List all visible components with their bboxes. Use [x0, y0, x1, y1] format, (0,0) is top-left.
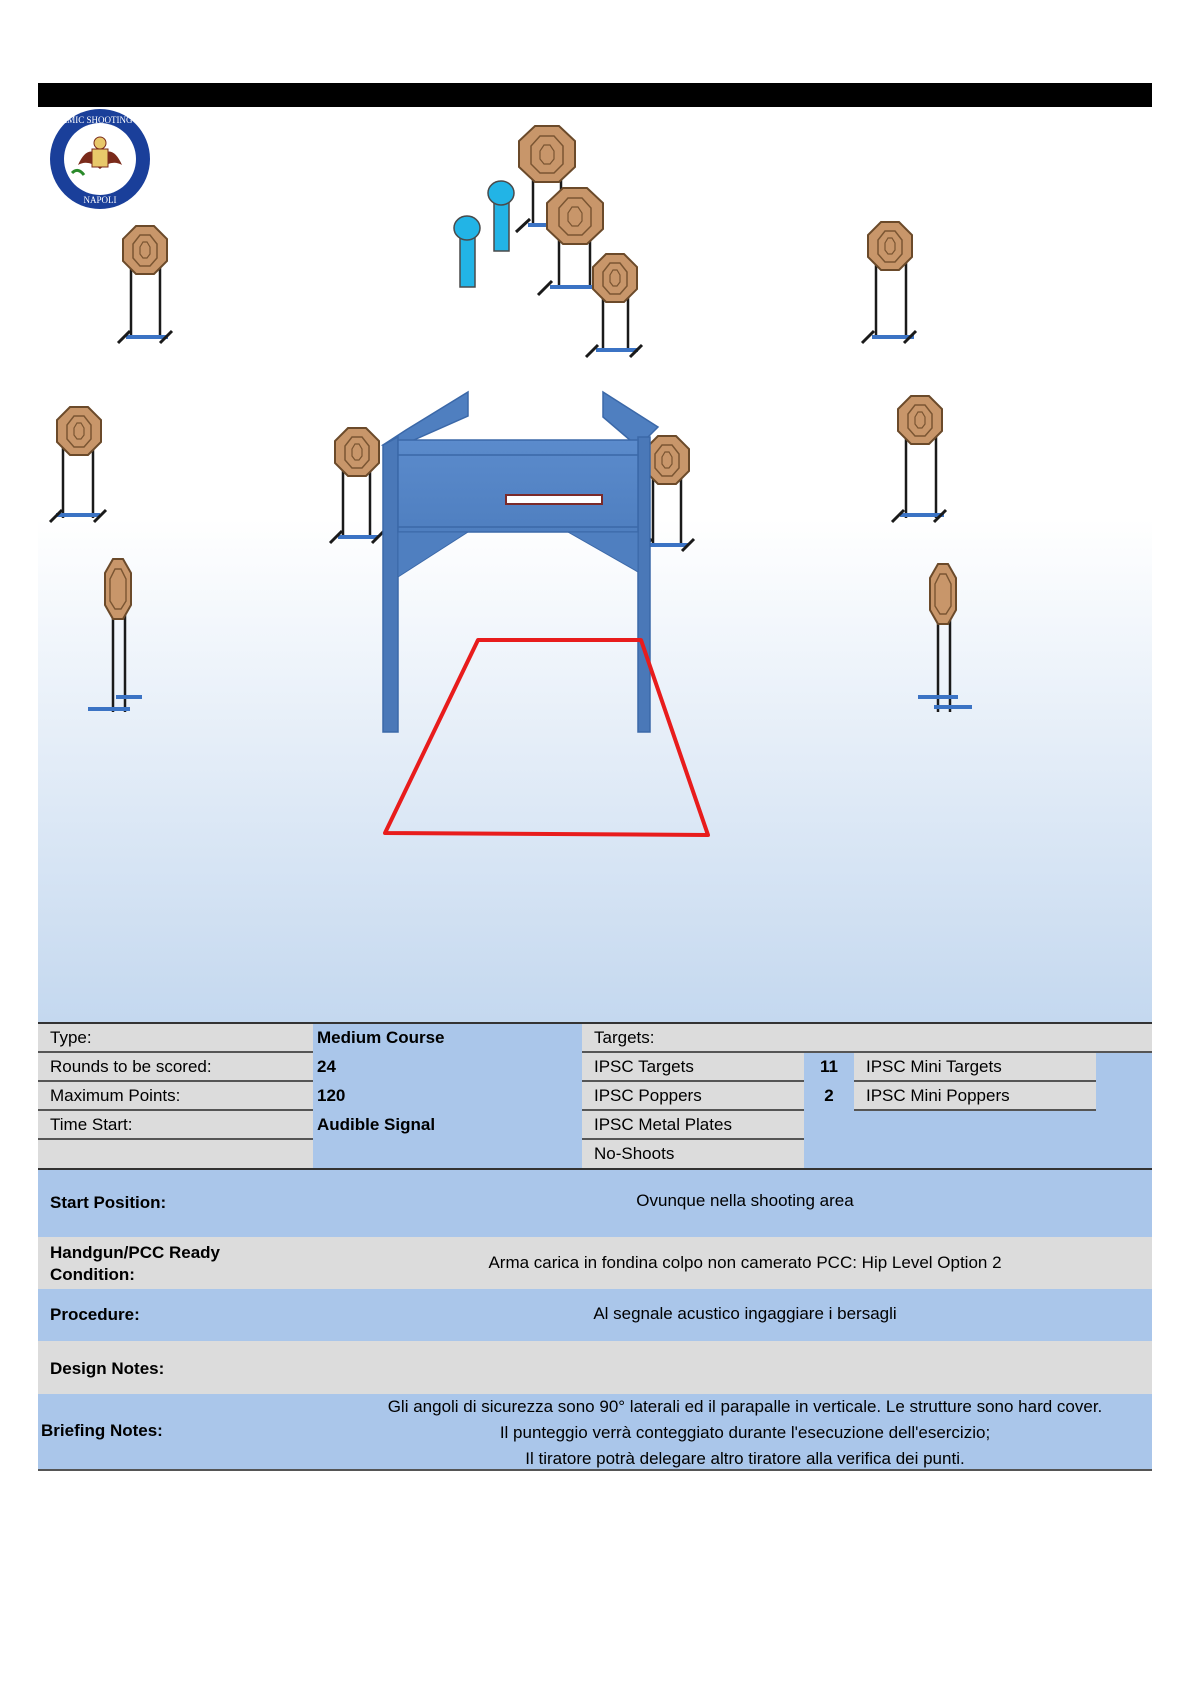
design-notes-row: Design Notes: — [38, 1341, 1152, 1394]
start-position-label: Start Position: — [50, 1193, 167, 1212]
header-bar — [38, 83, 1152, 107]
max-points-value: 120 — [317, 1086, 346, 1105]
target-left-3 — [88, 558, 142, 712]
briefing-notes-label: Briefing Notes: — [41, 1421, 163, 1440]
club-logo: DYNAMIC SHOOTING CLUB NAPOLI — [40, 107, 164, 215]
popper-1 — [453, 215, 481, 288]
ready-condition-label-line1: Handgun/PCC Ready — [50, 1243, 221, 1262]
ipsc-mini-poppers-label: IPSC Mini Poppers — [854, 1082, 1096, 1111]
shooting-area — [383, 638, 710, 837]
target-left-2 — [48, 406, 108, 524]
design-notes-label: Design Notes: — [50, 1359, 165, 1378]
briefing-line-1: Gli angoli di sicurezza sono 90° lateral… — [387, 1397, 1103, 1416]
type-label: Type: — [38, 1024, 313, 1053]
start-position-row: Start Position: Ovunque nella shooting a… — [38, 1170, 1152, 1237]
ipsc-poppers-label: IPSC Poppers — [582, 1082, 804, 1111]
target-center-3 — [584, 253, 644, 359]
ipsc-targets-label: IPSC Targets — [582, 1053, 804, 1082]
logo-text-bottom: NAPOLI — [84, 195, 117, 205]
logo-text: DYNAMIC SHOOTING CLUB — [41, 115, 159, 125]
ready-condition-label-line2: Condition: — [50, 1265, 135, 1284]
ipsc-metal-plates-label: IPSC Metal Plates — [582, 1111, 804, 1140]
ready-condition-row: Handgun/PCC Ready Condition: Arma carica… — [38, 1237, 1152, 1289]
briefing-line-3: Il tiratore potrà delegare altro tirator… — [525, 1449, 965, 1468]
ready-condition-value: Arma carica in fondina colpo non camerat… — [488, 1253, 1002, 1272]
target-wall-left — [328, 427, 386, 545]
barricade-wall — [380, 390, 660, 733]
rounds-label: Rounds to be scored: — [38, 1053, 313, 1082]
procedure-label: Procedure: — [50, 1305, 140, 1324]
start-position-value: Ovunque nella shooting area — [636, 1191, 854, 1210]
briefing-notes-row: Briefing Notes: Gli angoli di sicurezza … — [38, 1394, 1152, 1471]
stage-diagram-area: DYNAMIC SHOOTING CLUB NAPOLI — [38, 107, 1152, 1022]
no-shoots-label: No-Shoots — [582, 1140, 804, 1168]
stage-diagram: DYNAMIC SHOOTING CLUB NAPOLI — [40, 107, 972, 837]
time-start-value: Audible Signal — [317, 1115, 436, 1134]
type-value: Medium Course — [317, 1028, 445, 1047]
briefing-line-2: Il punteggio verrà conteggiato durante l… — [499, 1423, 991, 1442]
target-right-3 — [918, 563, 972, 712]
targets-label: Targets: — [582, 1024, 1152, 1053]
max-points-label: Maximum Points: — [38, 1082, 313, 1111]
ready-condition-label: Handgun/PCC Ready Condition: — [50, 1242, 220, 1286]
stage-sheet: DYNAMIC SHOOTING CLUB NAPOLI — [38, 83, 1152, 1483]
ipsc-mini-targets-label: IPSC Mini Targets — [854, 1053, 1096, 1082]
target-right-1 — [860, 221, 918, 345]
popper-2 — [487, 180, 515, 252]
empty-label-cell — [38, 1140, 313, 1168]
target-center-2 — [536, 187, 614, 297]
procedure-value: Al segnale acustico ingaggiare i bersagl… — [593, 1304, 897, 1323]
rounds-value: 24 — [317, 1057, 336, 1076]
target-right-2 — [890, 395, 948, 524]
procedure-row: Procedure: Al segnale acustico ingaggiar… — [38, 1289, 1152, 1341]
target-left-1 — [116, 225, 174, 345]
ipsc-targets-count: 11 — [820, 1057, 838, 1076]
stage-info-table: Type: Medium Course Targets: Rounds to b… — [38, 1022, 1152, 1170]
ipsc-poppers-count: 2 — [824, 1086, 834, 1105]
time-start-label: Time Start: — [38, 1111, 313, 1140]
